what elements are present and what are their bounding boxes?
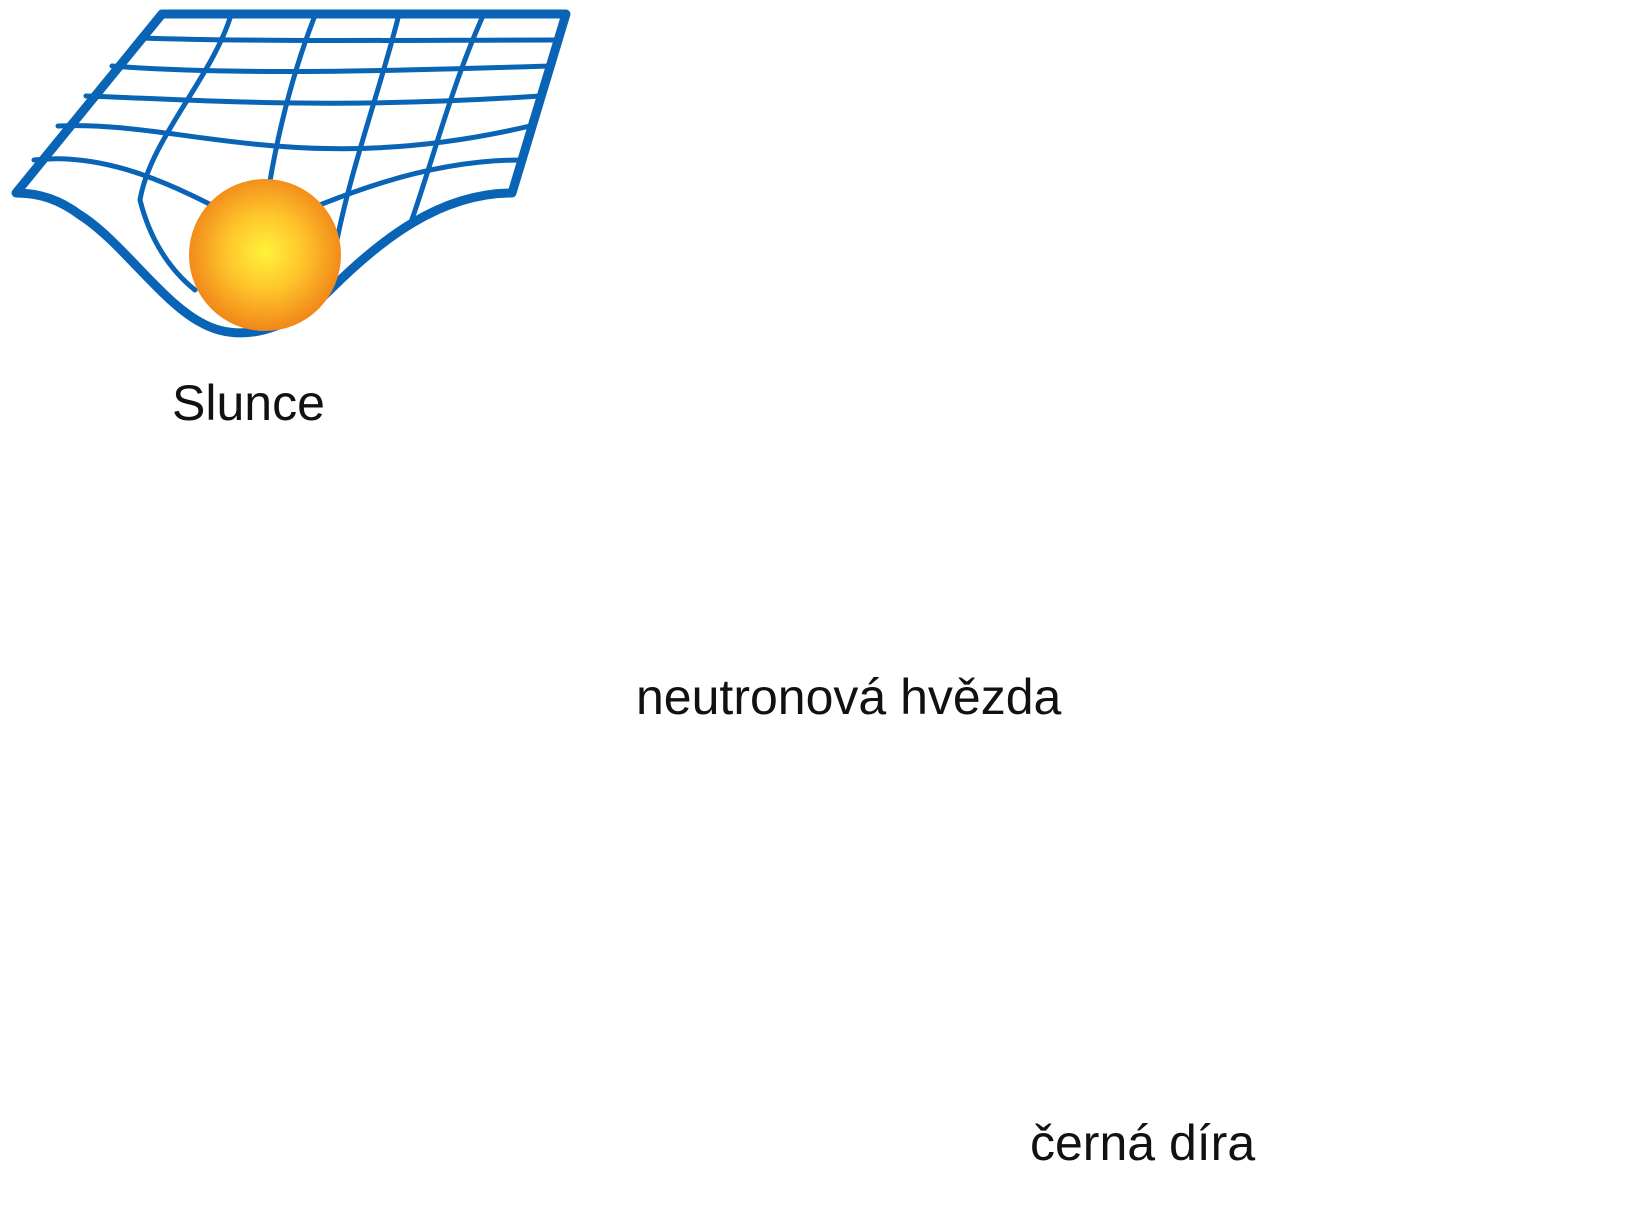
neutron-star-label: neutronová hvězda <box>636 672 1061 722</box>
sun-curvature-panel <box>16 14 566 333</box>
sun-grid-line <box>86 96 540 103</box>
sun-icon <box>189 179 341 331</box>
sun-grid-line <box>58 126 530 149</box>
sun-grid-line <box>335 18 398 250</box>
sun-grid-line <box>112 66 550 71</box>
black-hole-label: černá díra <box>1030 1118 1255 1168</box>
sun-grid-line <box>140 38 558 41</box>
sun-label: Slunce <box>172 378 325 428</box>
